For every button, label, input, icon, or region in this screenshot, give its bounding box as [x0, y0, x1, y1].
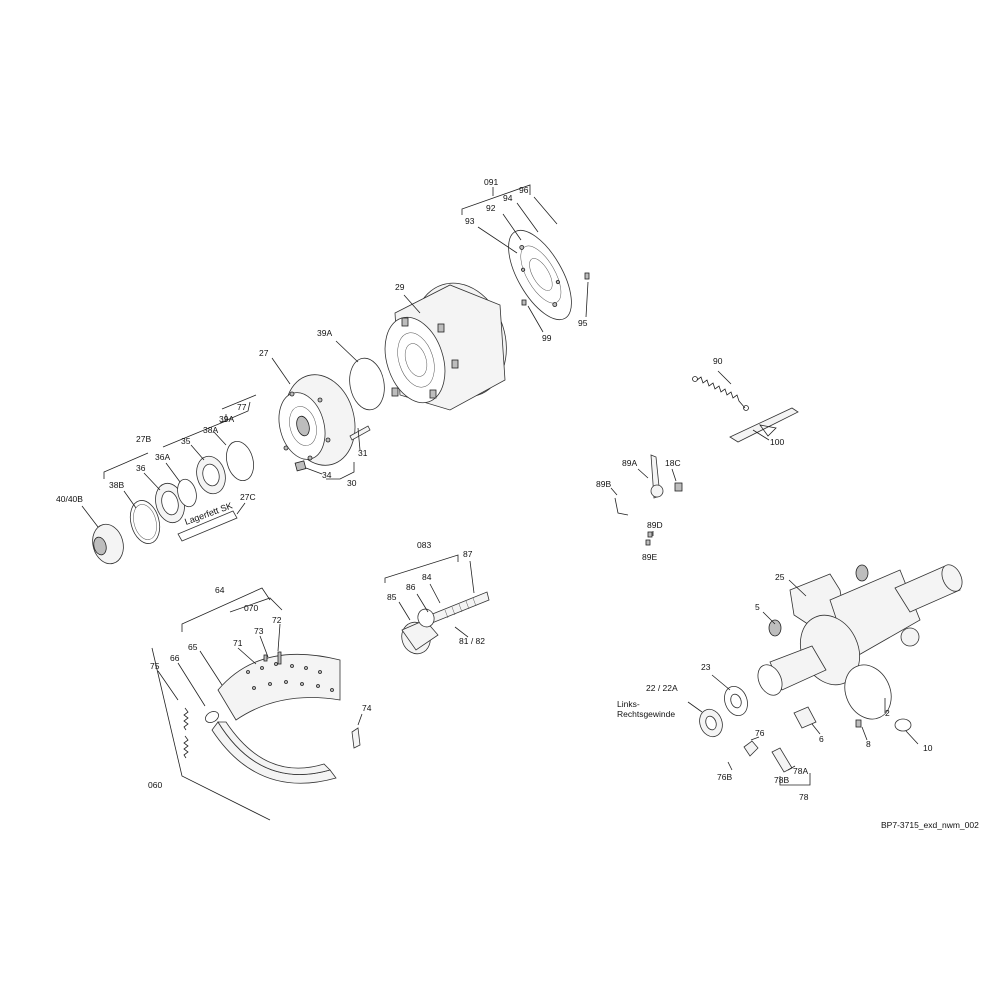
callout-81-82: 81 / 82 [459, 636, 485, 646]
callout-77: 77 [237, 402, 247, 412]
callout-90: 90 [713, 356, 723, 366]
callout-96: 96 [519, 185, 529, 195]
slack-adjuster [610, 454, 683, 546]
callout-38b: 38B [109, 480, 124, 490]
lining-rivet-pattern [246, 662, 334, 692]
callout-23: 23 [701, 662, 711, 672]
callout-95: 95 [578, 318, 588, 328]
callout-8: 8 [866, 739, 871, 749]
steering-knuckle-assembly [687, 564, 963, 786]
callout-65: 65 [188, 642, 198, 652]
callout-25: 25 [775, 572, 785, 582]
callout-27: 27 [259, 348, 269, 358]
callout-66: 66 [170, 653, 180, 663]
callout-89e: 89E [642, 552, 657, 562]
callout-71: 71 [233, 638, 243, 648]
callout-73: 73 [254, 626, 264, 636]
callout-78a: 78A [793, 766, 808, 776]
callout-99: 99 [542, 333, 552, 343]
brake-drum [384, 282, 507, 411]
callout-070: 070 [244, 603, 258, 613]
callout-labels: 091 96 94 92 93 95 99 29 39A 27 31 34 30… [56, 177, 933, 802]
callout-18c: 18C [665, 458, 681, 468]
callout-27b: 27B [136, 434, 151, 444]
callout-89b: 89B [596, 479, 611, 489]
callout-78b: 78B [774, 775, 789, 785]
callout-39a-left: 39A [219, 414, 234, 424]
thread-note-line1: Links- [617, 699, 640, 709]
camshaft-assembly [384, 554, 490, 655]
callout-10: 10 [923, 743, 933, 753]
callout-100: 100 [770, 437, 784, 447]
callout-29: 29 [395, 282, 405, 292]
callout-85: 85 [387, 592, 397, 602]
callout-89a: 89A [622, 458, 637, 468]
callout-30: 30 [347, 478, 357, 488]
bearing-kit [81, 394, 257, 565]
seal-ring-39a [335, 340, 385, 411]
drawing-id: BP7-3715_exd_nwm_002 [881, 820, 979, 830]
callout-36: 36 [136, 463, 146, 473]
brake-shoe-assembly [151, 587, 363, 821]
callout-083: 083 [417, 540, 431, 550]
callout-39a-top: 39A [317, 328, 332, 338]
callout-40-40b: 40/40B [56, 494, 83, 504]
callout-22-22a: 22 / 22A [646, 683, 678, 693]
callout-74: 74 [362, 703, 372, 713]
callout-64: 64 [215, 585, 225, 595]
callout-76b: 76B [717, 772, 732, 782]
callout-27c: 27C [240, 492, 256, 502]
callout-84: 84 [422, 572, 432, 582]
thread-note-line2: Rechtsgewinde [617, 709, 675, 719]
callout-86: 86 [406, 582, 416, 592]
callout-94: 94 [503, 193, 513, 203]
callout-34: 34 [322, 470, 332, 480]
callout-75: 75 [150, 661, 160, 671]
callout-72: 72 [272, 615, 282, 625]
callout-93: 93 [465, 216, 475, 226]
callout-091: 091 [484, 177, 498, 187]
callout-36a: 36A [155, 452, 170, 462]
dust-shield-assembly [461, 184, 590, 333]
return-spring-and-support [692, 370, 799, 443]
callout-89d: 89D [647, 520, 663, 530]
callout-76: 76 [755, 728, 765, 738]
callout-35: 35 [181, 436, 191, 446]
callout-5: 5 [755, 602, 760, 612]
callout-6: 6 [819, 734, 824, 744]
wheel-hub [271, 357, 371, 480]
callout-060: 060 [148, 780, 162, 790]
callout-87: 87 [463, 549, 473, 559]
callout-92: 92 [486, 203, 496, 213]
callout-78: 78 [799, 792, 809, 802]
callout-2: 2 [885, 708, 890, 718]
callout-38a: 38A [203, 425, 218, 435]
callout-31: 31 [358, 448, 368, 458]
